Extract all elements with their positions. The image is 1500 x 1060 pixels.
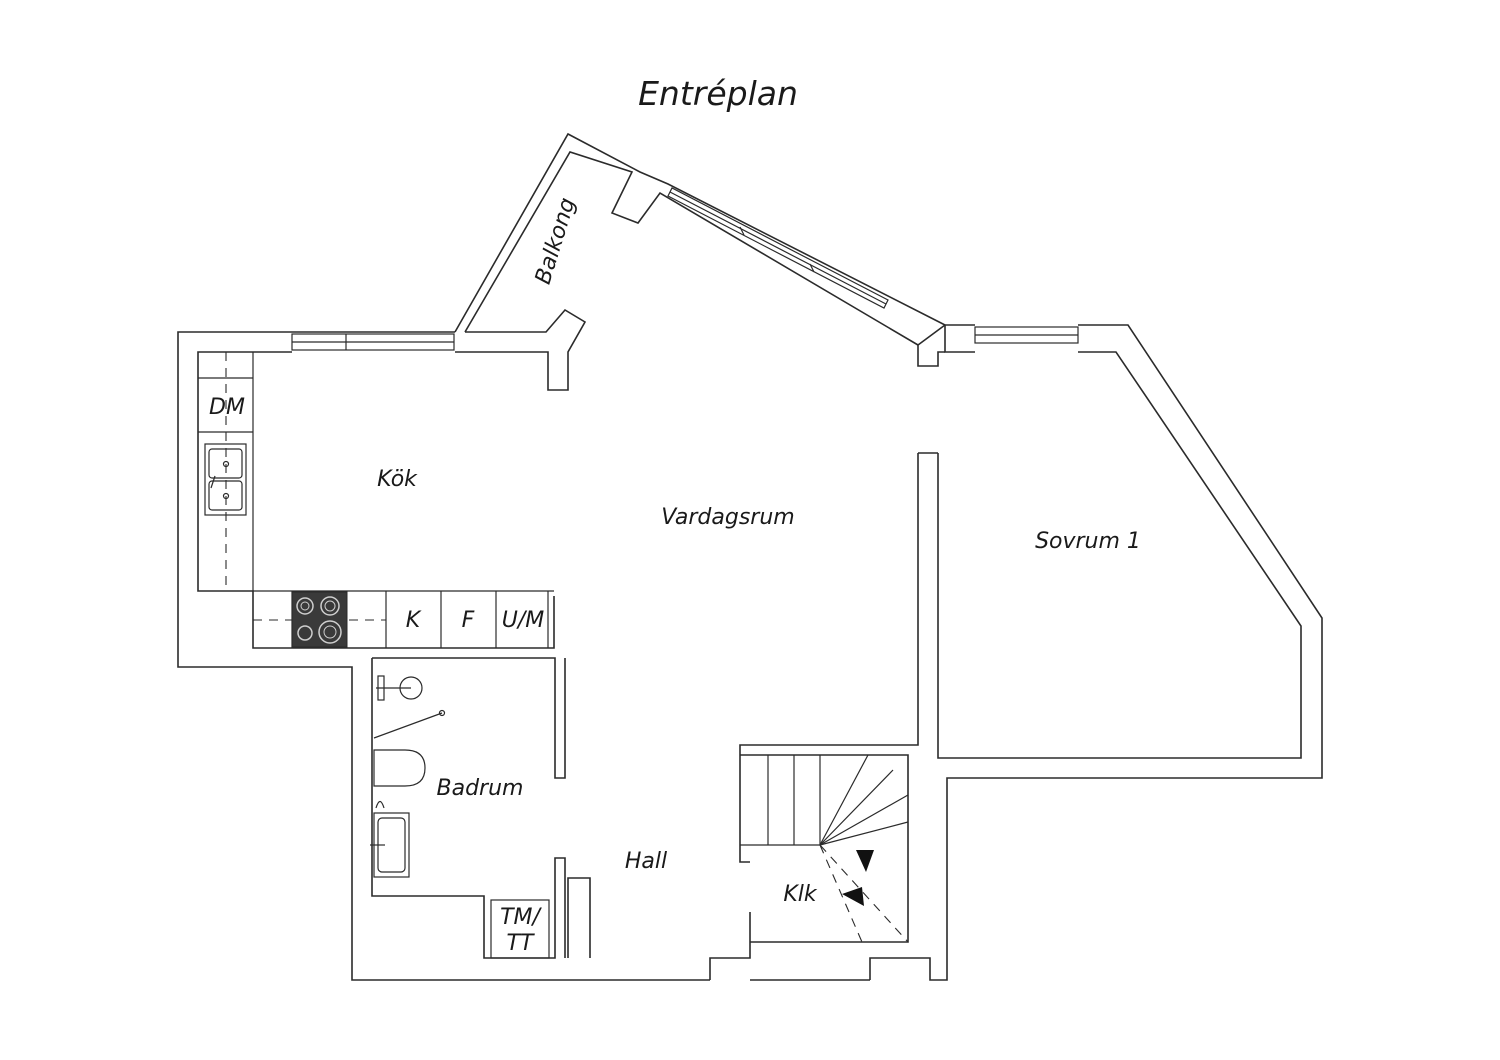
room-label-hall: Hall — [625, 849, 667, 874]
appliance-label-dm: DM — [209, 395, 245, 420]
appliance-label-um: U/M — [502, 608, 545, 633]
room-label-badrum: Badrum — [437, 776, 524, 801]
appliance-label-k: K — [406, 608, 422, 633]
plan-title: Entréplan — [638, 74, 798, 113]
room-label-sovrum: Sovrum 1 — [1035, 529, 1141, 554]
stair-arrow-down-icon — [856, 850, 874, 872]
kitchen-counter — [198, 352, 554, 648]
appliance-label-tt: TT — [507, 931, 535, 956]
windows — [291, 187, 1079, 351]
room-label-vardagsrum: Vardagsrum — [661, 505, 794, 530]
appliance-label-tm: TM/ — [500, 905, 542, 930]
room-label-balkong: Balkong — [531, 195, 581, 287]
room-label-klk: Klk — [783, 882, 818, 907]
outer-walls — [177, 132, 1323, 981]
room-label-kok: Kök — [377, 467, 418, 492]
staircase — [740, 754, 909, 943]
appliance-label-f: F — [462, 608, 475, 633]
bathroom-fixtures — [370, 657, 591, 959]
stair-arrow-left-icon — [842, 887, 864, 906]
